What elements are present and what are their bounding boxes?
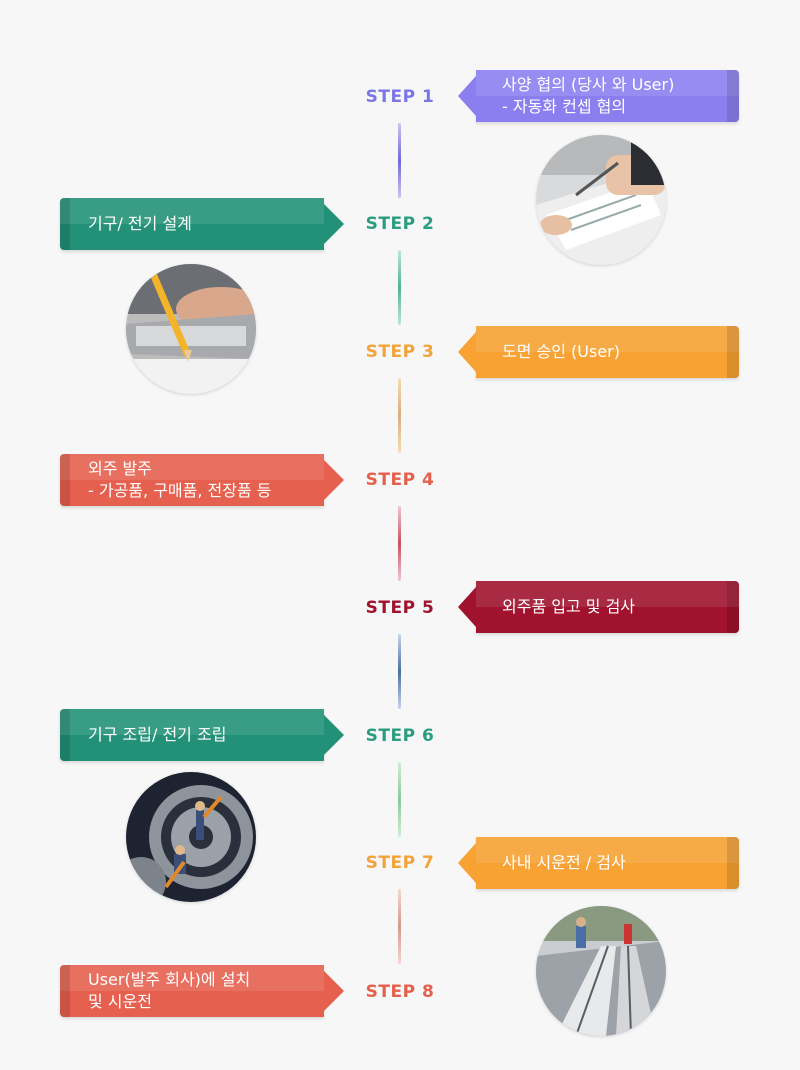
step-4-tag: 외주 발주 - 가공품, 구매품, 전장품 등 bbox=[60, 454, 344, 506]
step-1-line-2: - 자동화 컨셉 협의 bbox=[502, 97, 627, 116]
step-4-label: STEP 4 bbox=[365, 470, 435, 490]
step-2-tag: 기구/ 전기 설계 bbox=[60, 198, 344, 250]
connector-5-6 bbox=[398, 634, 401, 709]
step-1-tag: 사양 협의 (당사 와 User) - 자동화 컨셉 협의 bbox=[458, 70, 739, 122]
step-5-line-1: 외주품 입고 및 검사 bbox=[502, 597, 636, 616]
step-4-line-2: - 가공품, 구매품, 전장품 등 bbox=[88, 481, 272, 500]
meeting-documents-photo bbox=[536, 135, 666, 265]
step-6-label: STEP 6 bbox=[365, 726, 435, 746]
step-2-label: STEP 2 bbox=[365, 214, 435, 234]
step-5-label: STEP 5 bbox=[365, 598, 435, 618]
step-5-tag: 외주품 입고 및 검사 bbox=[458, 581, 739, 633]
step-3-label: STEP 3 bbox=[365, 342, 435, 362]
step-7-label: STEP 7 bbox=[365, 853, 435, 873]
connector-3-4 bbox=[398, 378, 401, 453]
step-3-tag: 도면 승인 (User) bbox=[458, 326, 739, 378]
step-8-label: STEP 8 bbox=[365, 982, 435, 1002]
connector-7-8 bbox=[398, 889, 401, 964]
step-1-label: STEP 1 bbox=[365, 87, 435, 107]
step-7-line-1: 사내 시운전 / 검사 bbox=[502, 853, 626, 872]
connector-2-3 bbox=[398, 250, 401, 325]
connector-6-7 bbox=[398, 762, 401, 837]
step-2-line-1: 기구/ 전기 설계 bbox=[88, 214, 192, 233]
step-1-line-1: 사양 협의 (당사 와 User) bbox=[502, 75, 675, 94]
step-4-line-1: 외주 발주 bbox=[88, 459, 152, 478]
step-8-line-2: 및 시운전 bbox=[88, 992, 152, 1011]
connector-1-2 bbox=[398, 123, 401, 198]
factory-line-photo bbox=[536, 906, 666, 1036]
step-8-tag: User(발주 회사)에 설치 및 시운전 bbox=[60, 965, 344, 1017]
gears-workers-photo bbox=[126, 772, 256, 902]
pencil-drafting-photo bbox=[126, 264, 256, 394]
step-3-line-1: 도면 승인 (User) bbox=[502, 342, 621, 361]
step-7-tag: 사내 시운전 / 검사 bbox=[458, 837, 739, 889]
step-6-line-1: 기구 조립/ 전기 조립 bbox=[88, 725, 227, 744]
connector-4-5 bbox=[398, 506, 401, 581]
step-6-tag: 기구 조립/ 전기 조립 bbox=[60, 709, 344, 761]
step-8-line-1: User(발주 회사)에 설치 bbox=[88, 970, 251, 989]
